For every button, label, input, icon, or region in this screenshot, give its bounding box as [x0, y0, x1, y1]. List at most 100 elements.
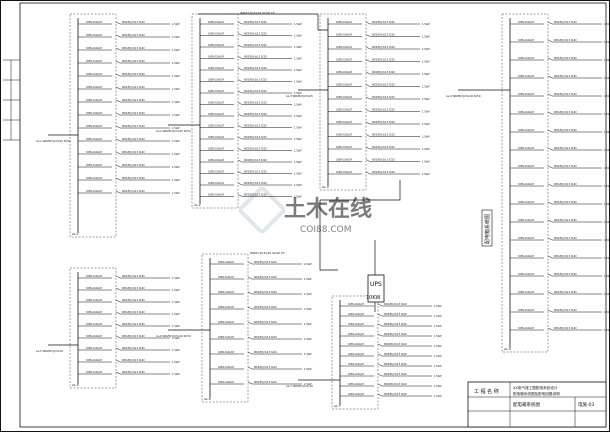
breaker-label: C65N-C16A/1P: [208, 67, 225, 70]
load-label: 1.5kW: [172, 337, 180, 340]
breaker-label: C65N-C16A/1P: [208, 125, 225, 128]
breaker-label: C65N-C16A/1P: [336, 171, 353, 174]
circuit-label: WDZ-BYJ-3x2.5 SC20: [122, 34, 145, 37]
breaker-label: C65N-C16A/1P: [86, 34, 103, 37]
breaker-symbol: [115, 371, 121, 375]
load-label: 1.5kW: [604, 311, 610, 314]
breaker-symbol: [377, 343, 383, 347]
load-label: 1.5kW: [434, 365, 442, 368]
breaker-symbol: [365, 159, 371, 162]
load-label: 1.5kW: [434, 385, 442, 388]
breaker-label: C65N-C16A/1P: [86, 299, 103, 302]
load-label: 1.5kW: [294, 92, 302, 95]
load-label: 1.5kW: [172, 101, 180, 104]
breaker-symbol: [115, 190, 121, 194]
load-label: 1.5kW: [172, 301, 180, 304]
breaker-symbol: [547, 273, 553, 277]
load-label: 1.5kW: [294, 150, 302, 153]
circuit-label: WDZ-BYJ-3x2.5 SC20: [254, 366, 277, 369]
breaker-label: C65N-C16A/1P: [208, 79, 225, 82]
circuit-label: WDZ-BYJ-3x2.5 SC20: [384, 363, 407, 366]
breaker-label: C65N-C16A/1P: [518, 57, 535, 60]
breaker-label: C65N-C16A/1P: [336, 121, 353, 124]
breaker-symbol: [547, 165, 553, 169]
circuit-label: WDZ-BYJ-3x2.5 SC20: [244, 21, 267, 24]
load-label: 1.5kW: [604, 167, 610, 170]
breaker-symbol: [547, 309, 553, 313]
panel-note: AL-6: [204, 397, 211, 401]
breaker-symbol: [237, 148, 243, 151]
breaker-label: C65N-C16A/1P: [86, 99, 103, 102]
breaker-symbol: [365, 34, 371, 37]
breaker-symbol: [237, 33, 243, 36]
circuit-label: WDZ-BYJ-3x2.5 SC20: [122, 99, 145, 102]
breaker-symbol: [247, 336, 253, 340]
circuit-label: WDZ-BYJ-3x2.5 SC20: [384, 353, 407, 356]
breaker-symbol: [237, 182, 243, 186]
breaker-label: C65N-C16A/1P: [518, 21, 535, 24]
circuit-label: WDZ-BYJ-3x2.5 SC20: [372, 59, 395, 62]
panel-enclosure: [69, 13, 117, 238]
load-label: 1.5kW: [604, 77, 610, 80]
breaker-label: C65N-C16A/1P: [336, 109, 353, 112]
breaker-symbol: [115, 335, 121, 339]
breaker-label: C65N-C16A/1P: [86, 125, 103, 128]
load-label: 1.5kW: [604, 239, 610, 242]
load-label: 1.5kW: [604, 203, 610, 206]
load-label: 1.5kW: [172, 75, 180, 78]
load-label: 1.5kW: [304, 293, 312, 296]
vertical-bus-frame: [481, 209, 493, 247]
load-label: 1.5kW: [294, 196, 302, 199]
breaker-symbol: [547, 183, 553, 187]
circuit-label: WDZ-BYJ-3x2.5 SC20: [244, 194, 267, 197]
load-label: 1.5kW: [304, 368, 312, 371]
load-label: 1.5kW: [172, 361, 180, 364]
circuit-label: WDZ-BYJ-3x2.5 SC20: [554, 75, 577, 78]
circuit-label: WDZ-BYJ-3x2.5 SC20: [554, 291, 577, 294]
circuit-label: WDZ-BYJ-3x2.5 SC20: [122, 21, 145, 24]
circuit-label: WDZ-BYJ-3x2.5 SC20: [254, 381, 277, 384]
breaker-label: C65N-C16A/1P: [208, 56, 225, 59]
breaker-label: C65N-C16A/1P: [218, 351, 235, 354]
breaker-symbol: [247, 381, 253, 385]
panel-note: AL-1: [72, 232, 79, 236]
breaker-symbol: [237, 102, 243, 105]
breaker-symbol: [115, 323, 121, 327]
breaker-symbol: [377, 313, 383, 317]
panel-note: AL-4: [504, 347, 511, 351]
breaker-symbol: [247, 351, 253, 355]
breaker-symbol: [115, 347, 121, 351]
panel-note: AL-7: [334, 404, 341, 408]
load-label: 1.5kW: [422, 61, 430, 64]
panel-note: AL-2: [194, 203, 201, 207]
load-label: 1.5kW: [434, 345, 442, 348]
breaker-label: C65N-C16A/1P: [336, 84, 353, 87]
breaker-label: C65N-C16A/1P: [86, 190, 103, 193]
breaker-symbol: [237, 136, 243, 140]
breaker-label: C65N-C16A/1P: [86, 347, 103, 350]
breaker-label: C65N-C16A/1P: [86, 73, 103, 76]
circuit-label: WDZ-BYJ-3x2.5 SC20: [122, 47, 145, 50]
breaker-label: C65N-C16A/1P: [218, 276, 235, 279]
incoming-label: AL-3 WDZN-YJV-5x25: [286, 94, 313, 98]
circuit-label: WDZ-BYJ-3x2.5 SC20: [384, 313, 407, 316]
breaker-symbol: [115, 47, 121, 51]
